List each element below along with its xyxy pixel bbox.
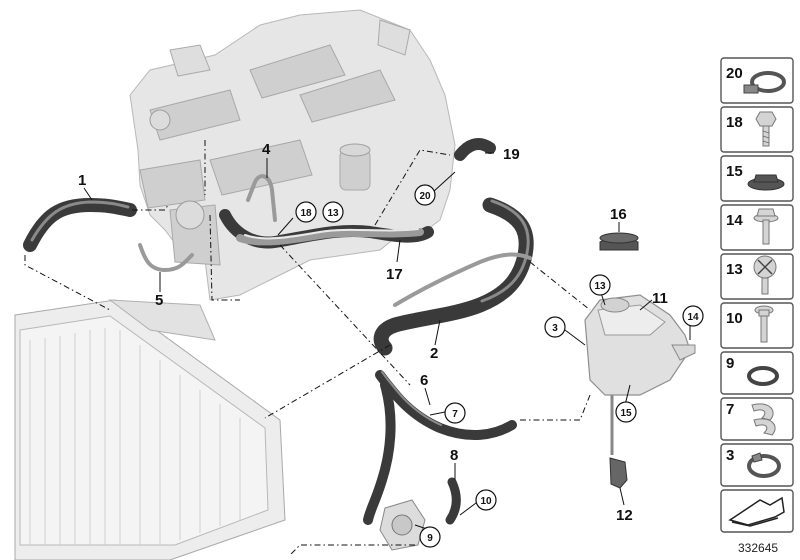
spring-band-clamp-icon <box>747 452 781 478</box>
svg-text:7: 7 <box>452 409 458 420</box>
svg-text:15: 15 <box>726 163 743 180</box>
flange-bolt-icon <box>753 208 779 245</box>
holder-clip-icon <box>751 403 776 436</box>
svg-text:3: 3 <box>726 447 734 464</box>
svg-text:7: 7 <box>726 401 734 418</box>
svg-text:10: 10 <box>726 310 743 327</box>
svg-text:15: 15 <box>620 408 632 419</box>
o-ring-icon <box>747 366 779 386</box>
callouts: 1 2 3 4 5 6 7 8 9 10 11 12 13 13 <box>78 141 704 548</box>
line-5 <box>138 243 194 273</box>
callout-5: 5 <box>155 292 163 309</box>
callout-15: 15 <box>615 401 637 423</box>
callout-13b: 13 <box>589 274 611 296</box>
svg-text:20: 20 <box>419 191 431 202</box>
parts-legend: 20 18 15 14 <box>720 57 794 533</box>
callout-2: 2 <box>430 345 438 362</box>
callout-9: 9 <box>419 526 441 548</box>
hose-upper-radiator <box>23 198 137 252</box>
line-3 <box>393 252 532 307</box>
callout-8: 8 <box>450 447 458 464</box>
legend-item-3: 3 <box>720 443 794 487</box>
svg-text:9: 9 <box>726 355 734 372</box>
expansion-tank <box>584 294 696 455</box>
direction-arrow-icon <box>728 496 785 527</box>
svg-text:18: 18 <box>726 114 743 131</box>
svg-text:14: 14 <box>687 312 699 323</box>
svg-text:10: 10 <box>480 496 492 507</box>
svg-text:13: 13 <box>327 208 339 219</box>
legend-item-14: 14 <box>720 204 794 251</box>
svg-text:13: 13 <box>726 261 743 278</box>
legend-item-9: 9 <box>720 351 794 395</box>
leader-lines <box>83 152 691 531</box>
engine-block <box>129 9 456 301</box>
collar-nut-icon <box>747 174 785 191</box>
bolt-icon <box>755 111 777 147</box>
svg-text:9: 9 <box>427 533 433 544</box>
callout-3: 3 <box>544 316 566 338</box>
hose-2 <box>373 197 534 356</box>
callout-14: 14 <box>682 305 704 327</box>
radiator <box>14 299 286 560</box>
level-sensor <box>609 457 628 489</box>
svg-text:3: 3 <box>552 323 558 334</box>
callout-4: 4 <box>262 141 271 158</box>
legend-item-15: 15 <box>720 155 794 202</box>
legend-item-13: 13 <box>720 253 794 300</box>
diagram-reference-number: 332645 <box>738 541 779 555</box>
line-4 <box>246 174 277 222</box>
callout-13a: 13 <box>322 201 344 223</box>
legend-item-18: 18 <box>720 106 794 153</box>
callout-19: 19 <box>503 146 520 163</box>
svg-text:14: 14 <box>726 212 743 229</box>
callout-18: 18 <box>295 201 317 223</box>
expansion-rivet-icon <box>753 255 777 295</box>
legend-footer <box>720 489 794 533</box>
callout-11: 11 <box>652 290 668 307</box>
svg-text:18: 18 <box>300 208 312 219</box>
callout-17: 17 <box>386 266 403 283</box>
pipe-17 <box>219 209 434 249</box>
torx-screw-icon <box>754 305 774 343</box>
coolant-pump <box>379 499 426 551</box>
expansion-tank-cap <box>599 232 639 251</box>
callout-20: 20 <box>414 184 436 206</box>
hose-19 <box>454 138 496 161</box>
svg-text:13: 13 <box>594 281 606 292</box>
legend-item-10: 10 <box>720 302 794 349</box>
reference-lines <box>24 140 591 556</box>
callout-6: 6 <box>420 372 428 389</box>
legend-item-7: 7 <box>720 397 794 441</box>
svg-text:20: 20 <box>726 65 743 82</box>
callout-12: 12 <box>616 507 633 524</box>
callout-7: 7 <box>444 402 466 424</box>
hose-8 <box>445 477 461 525</box>
callout-16: 16 <box>610 206 627 223</box>
callout-10: 10 <box>475 489 497 511</box>
callout-1: 1 <box>78 172 86 189</box>
hose-6 <box>363 370 517 525</box>
legend-item-20: 20 <box>720 57 794 104</box>
hose-clamp-icon <box>743 71 786 94</box>
